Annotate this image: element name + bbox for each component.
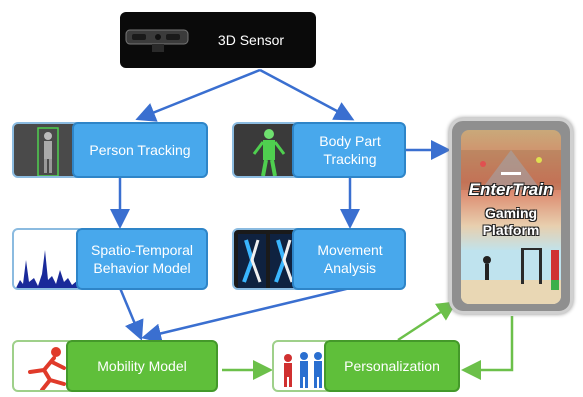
arrow-platform-to-personalization	[461, 316, 514, 380]
mobility-model-box: Mobility Model	[66, 340, 218, 392]
gaming-platform-device	[449, 118, 573, 314]
movement-analysis-label: Movement Analysis	[317, 242, 383, 276]
body-part-tracking-box: Body Part Tracking	[292, 122, 406, 178]
platform-subtitle: Gaming Platform	[455, 205, 567, 239]
game-screen	[461, 130, 561, 304]
game-scene-icon	[461, 150, 561, 304]
platform-subtitle-line2: Platform	[482, 222, 540, 238]
skeleton-figure-icon	[252, 129, 286, 176]
arrow-sensor-to-person-tracking	[135, 68, 261, 122]
platform-subtitle-line1: Gaming	[484, 205, 538, 221]
sensor-box: 3D Sensor	[120, 12, 316, 68]
arrow-personalization-to-platform	[397, 301, 458, 342]
sensor-label: 3D Sensor	[217, 32, 285, 48]
movement-analysis-box: Movement Analysis	[292, 228, 406, 290]
mobility-model-label: Mobility Model	[97, 358, 187, 374]
spatio-temporal-label: Spatio-Temporal Behavior Model	[91, 242, 193, 276]
kinect-sensor-icon	[125, 29, 189, 52]
personalization-label: Personalization	[344, 358, 440, 374]
histogram-icon	[16, 250, 82, 288]
personalization-box: Personalization	[324, 340, 460, 392]
person-tracking-box: Person Tracking	[72, 122, 208, 178]
spatio-temporal-box: Spatio-Temporal Behavior Model	[76, 228, 208, 290]
leg-motion-icon	[238, 234, 298, 288]
tracked-person-icon	[37, 127, 59, 176]
platform-title: EnterTrain	[468, 180, 554, 199]
personalization-thumbnail	[272, 340, 332, 392]
body-part-tracking-label: Body Part Tracking	[319, 133, 381, 167]
arrow-sensor-to-body-part-tracking	[259, 68, 355, 121]
people-group-icon	[284, 352, 322, 388]
arrow-movement-analysis-to-mobility	[141, 286, 351, 344]
movement-analysis-thumbnail	[232, 228, 302, 290]
person-tracking-label: Person Tracking	[89, 142, 191, 158]
arrow-spatio-temporal-to-mobility	[118, 287, 144, 341]
mobility-thumbnail	[12, 340, 74, 392]
spatio-temporal-thumbnail	[12, 228, 84, 290]
runner-icon	[28, 347, 66, 390]
